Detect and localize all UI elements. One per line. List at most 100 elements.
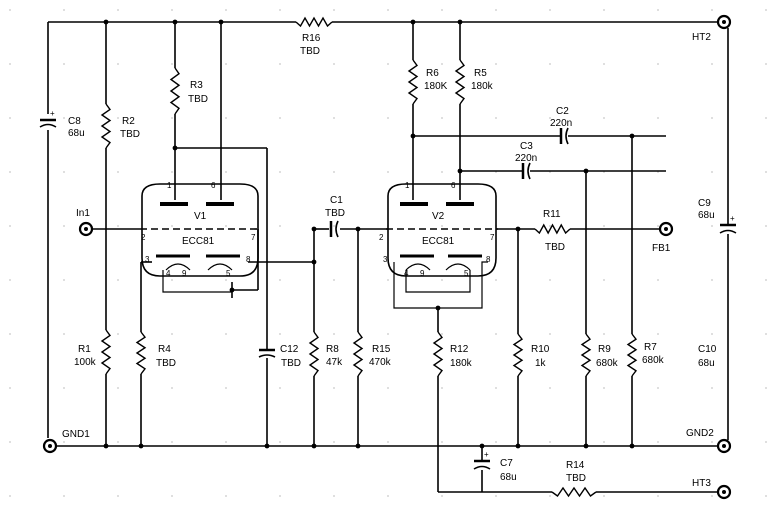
r10-value: 1k [535, 358, 547, 369]
terminal-gnd2 [716, 438, 732, 454]
labels: C8 68u R2 TBD R3 TBD R16 TBD R6 180K R5 … [62, 32, 717, 489]
r1-ref: R1 [78, 344, 91, 355]
resistor-r15 [352, 331, 364, 377]
resistor-r4 [135, 331, 147, 375]
c10-value: 68u [698, 358, 715, 369]
r4-ref: R4 [158, 344, 171, 355]
wires [47, 21, 729, 493]
junction-dot [583, 443, 589, 449]
junction-dot [515, 226, 521, 232]
junction-dot [435, 305, 441, 311]
junction-dot [515, 443, 521, 449]
c8-ref: C8 [68, 116, 81, 127]
resistor-r6 [407, 59, 419, 105]
terminal-gnd1 [42, 438, 58, 454]
resistor-r5 [454, 59, 466, 105]
junction-dot [479, 443, 485, 449]
v2-pin-1: 1 [405, 181, 410, 190]
junction-dot [311, 259, 317, 265]
c8-value: 68u [68, 128, 85, 139]
v1-pin-2: 2 [141, 233, 146, 242]
terminals [42, 14, 732, 500]
c9-ref: C9 [698, 198, 711, 209]
v2-pin-9: 9 [420, 269, 425, 278]
r11-ref: R11 [543, 209, 561, 220]
c2-ref: C2 [556, 106, 569, 117]
svg-text:+: + [730, 214, 735, 223]
c7-value: 68u [500, 472, 517, 483]
junction-dot [172, 19, 178, 25]
terminal-ht2 [716, 14, 732, 30]
junction-dot [229, 287, 235, 293]
c3-value: 220n [515, 153, 537, 164]
r3-value: TBD [188, 94, 208, 105]
v1-pin-5: 5 [226, 269, 231, 278]
r7-ref: R7 [644, 342, 657, 353]
c2-value: 220n [550, 118, 572, 129]
resistor-r10 [512, 333, 524, 377]
c9-value: 68u [698, 210, 715, 221]
r12-value: 180k [450, 358, 473, 369]
junction-dot [410, 133, 416, 139]
r10-ref: R10 [531, 344, 550, 355]
resistor-r16 [295, 16, 333, 28]
c12-ref: C12 [280, 344, 299, 355]
junction-dot [218, 19, 224, 25]
r4-value: TBD [156, 358, 176, 369]
resistor-r8 [308, 331, 320, 377]
resistor-r11 [534, 223, 571, 235]
capacitor-c7: + [473, 450, 491, 470]
r8-value: 47k [326, 357, 343, 368]
net-fb1-label: FB1 [652, 243, 671, 254]
svg-text:+: + [484, 450, 489, 459]
r5-value: 180k [471, 81, 494, 92]
c1-ref: C1 [330, 195, 343, 206]
tube-v1 [140, 183, 260, 277]
r2-ref: R2 [122, 116, 135, 127]
v2-ref: V2 [432, 211, 445, 222]
junction-dot [629, 133, 635, 139]
junction-dot [457, 19, 463, 25]
resistor-r12 [432, 331, 444, 377]
c7-ref: C7 [500, 458, 513, 469]
net-gnd2-label: GND2 [686, 428, 714, 439]
capacitor-c1 [329, 220, 339, 238]
net-ht2-label: HT2 [692, 32, 711, 43]
capacitor-c9: + [719, 214, 737, 234]
junction-dot [583, 168, 589, 174]
v1-pin-4: 4 [166, 269, 171, 278]
c3-ref: C3 [520, 141, 533, 152]
terminal-fb1 [658, 221, 674, 237]
r14-value: TBD [566, 473, 586, 484]
v2-pin-5: 5 [464, 269, 469, 278]
r8-ref: R8 [326, 344, 339, 355]
r2-value: TBD [120, 129, 140, 140]
v1-ref: V1 [194, 211, 207, 222]
capacitor-c2 [559, 127, 569, 145]
terminal-ht3 [716, 484, 732, 500]
c10-ref: C10 [698, 344, 717, 355]
r6-ref: R6 [426, 68, 439, 79]
r15-value: 470k [369, 357, 392, 368]
v2-pin-6: 6 [451, 181, 456, 190]
r14-ref: R14 [566, 460, 585, 471]
junction-dot [311, 226, 317, 232]
terminal-in1 [78, 221, 94, 237]
c1-value: TBD [325, 208, 345, 219]
junction-dot [355, 226, 361, 232]
r11-value: TBD [545, 242, 565, 253]
resistor-r9 [580, 333, 592, 377]
resistors [100, 16, 638, 498]
junction-dot [457, 168, 463, 174]
r12-ref: R12 [450, 344, 469, 355]
r1-value: 100k [74, 357, 97, 368]
resistor-r7 [626, 333, 638, 377]
resistor-r1 [100, 329, 112, 375]
v2-pin-7: 7 [490, 233, 495, 242]
r15-ref: R15 [372, 344, 391, 355]
net-ht3-label: HT3 [692, 478, 711, 489]
v2-pin-8: 8 [486, 255, 491, 264]
resistor-r2 [100, 103, 112, 149]
